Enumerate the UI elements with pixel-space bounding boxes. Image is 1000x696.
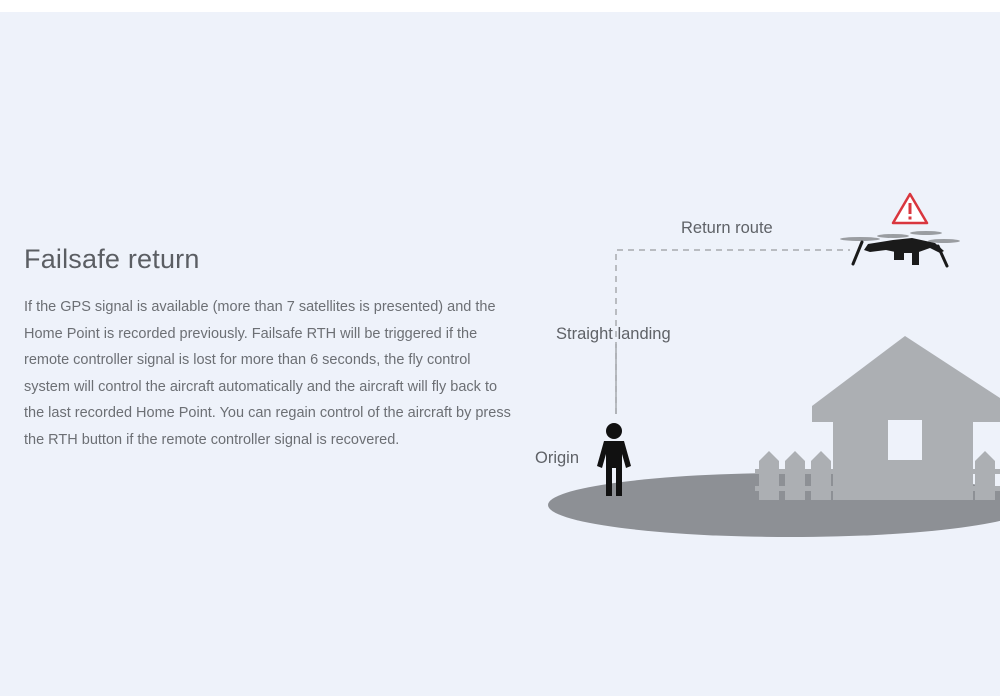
page-title: Failsafe return [24, 244, 200, 274]
warning-triangle-icon [891, 192, 929, 225]
fence-icon [755, 451, 1000, 500]
drone-icon [840, 231, 960, 268]
description-text: If the GPS signal is available (more tha… [24, 299, 511, 448]
straight-landing-label: Straight landing [556, 325, 671, 343]
diagram-panel: Failsafe return If the GPS signal is ava… [0, 12, 1000, 696]
return-route-line [615, 249, 850, 414]
person-icon [597, 423, 631, 496]
house-icon [812, 336, 1000, 500]
failsafe-diagram [548, 192, 1000, 537]
origin-label: Origin [535, 449, 580, 467]
return-route-label: Return route [681, 219, 773, 237]
